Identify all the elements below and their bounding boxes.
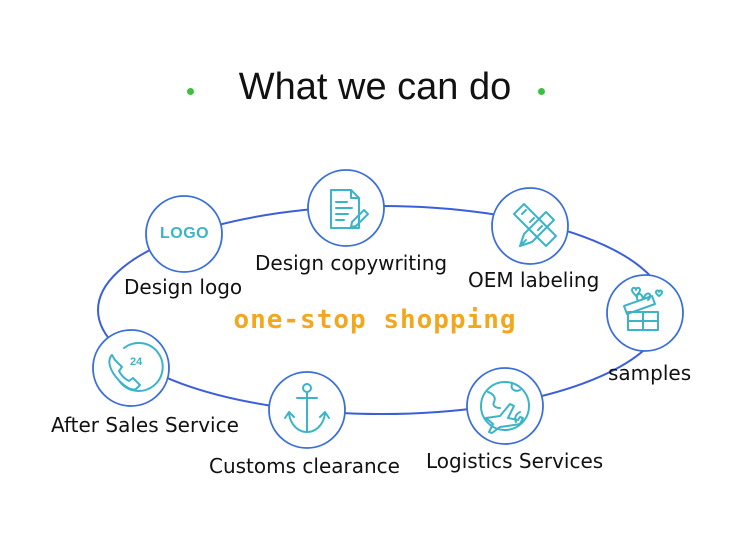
title-dot-left [187,88,194,95]
title-dot-right [538,88,545,95]
globe-plane-icon [480,381,530,434]
logo-icon: LOGO [160,225,210,242]
node-label-design-copywriting: Design copywriting [255,251,448,275]
node-label-after-sales: After Sales Service [51,413,239,437]
document-pen-icon [330,189,369,229]
page-title: What we can do [238,66,512,108]
node-label-design-logo: Design logo [124,275,243,299]
node-circle-design-logo [145,195,223,273]
node-circle-logistics [466,367,544,445]
badge-24-text: 24 [130,356,143,368]
ruler-pencil-icon [513,203,557,247]
node-label-samples: samples [608,361,692,385]
center-text-one-stop-shopping: one-stop shopping [233,305,517,335]
anchor-icon [284,383,330,433]
node-label-logistics: Logistics Services [426,449,604,473]
node-label-customs: Customs clearance [209,454,400,478]
node-circle-after-sales [92,329,170,407]
node-circle-oem-labeling [491,187,569,265]
node-label-oem-labeling: OEM labeling [468,268,600,292]
phone-24-icon [108,341,164,392]
gift-box-icon [623,286,663,331]
